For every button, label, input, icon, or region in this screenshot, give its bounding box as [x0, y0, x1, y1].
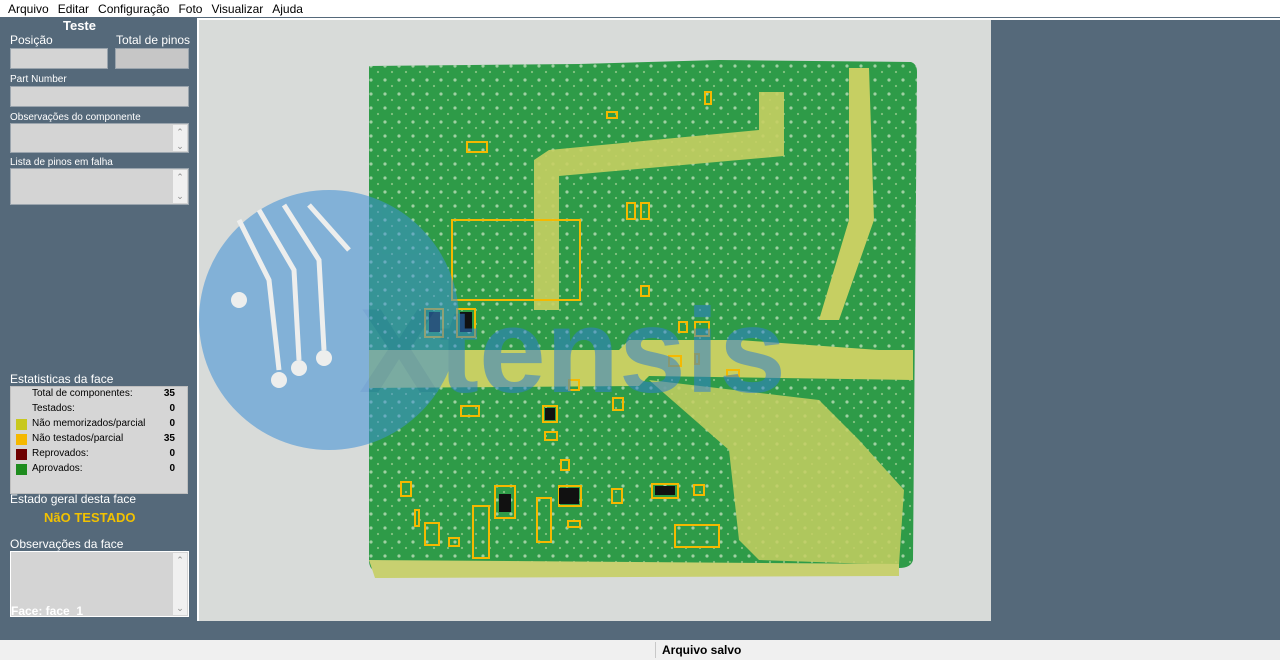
xtensis-watermark: Xtensis	[199, 190, 786, 450]
component-notes-scrollbar[interactable]: ⌃ ⌄	[173, 125, 187, 151]
not-tested-swatch	[16, 434, 27, 445]
stat-not-memorized: Não memorizados/parcial 0	[11, 418, 187, 432]
menu-visualizar[interactable]: Visualizar	[211, 1, 264, 16]
stat-label: Testados:	[32, 403, 75, 414]
watermark-text: Xtensis	[359, 284, 786, 418]
general-state-value: NãO TESTADO	[44, 510, 136, 525]
failed-pins-list[interactable]: ⌃ ⌄	[10, 168, 189, 205]
menu-configuracao[interactable]: Configuração	[98, 1, 170, 16]
menu-bar: Arquivo Editar Configuração Foto Visuali…	[0, 0, 1280, 17]
scroll-up-icon[interactable]: ⌃	[176, 127, 184, 137]
pcb-photo[interactable]: Xtensis	[199, 20, 1280, 621]
pcb-trace	[369, 340, 913, 388]
image-viewer[interactable]: Xtensis	[197, 18, 1280, 621]
total-pins-field[interactable]	[115, 48, 189, 69]
menu-foto[interactable]: Foto	[178, 1, 203, 16]
menu-ajuda[interactable]: Ajuda	[272, 1, 303, 16]
component-markers	[400, 91, 740, 559]
stat-label: Total de componentes:	[32, 388, 133, 399]
total-pins-label: Total de pinos	[116, 33, 191, 47]
face-notes-field[interactable]: ⌃ ⌄	[10, 551, 189, 617]
face-stats-table: Total de componentes: 35 Testados: 0 Não…	[10, 386, 188, 494]
pcb-trace	[534, 92, 784, 310]
stat-approved: Aprovados: 0	[11, 463, 187, 477]
menu-arquivo[interactable]: Arquivo	[8, 1, 49, 16]
face-notes-scrollbar[interactable]: ⌃ ⌄	[173, 553, 187, 615]
pcb-trace	[649, 380, 904, 565]
stat-label: Reprovados:	[32, 448, 89, 459]
stat-failed: Reprovados: 0	[11, 448, 187, 462]
panel-title: Teste	[63, 18, 96, 33]
stat-value: 0	[169, 448, 175, 459]
scroll-up-icon[interactable]: ⌃	[176, 172, 184, 182]
general-state-label: Estado geral desta face	[10, 492, 137, 506]
scroll-down-icon[interactable]: ⌄	[176, 141, 184, 151]
part-number-field[interactable]	[10, 86, 189, 107]
stat-label: Não memorizados/parcial	[32, 418, 146, 429]
stat-value: 0	[169, 403, 175, 414]
scroll-down-icon[interactable]: ⌄	[176, 603, 184, 613]
stat-value: 35	[163, 388, 175, 399]
face-notes-label: Observações da face	[10, 537, 124, 551]
pcb-trace	[819, 68, 874, 320]
stat-value: 0	[169, 463, 175, 474]
status-separator	[655, 642, 656, 658]
component-notes-label: Observações do componente	[10, 112, 141, 123]
approved-swatch	[16, 464, 27, 475]
position-label: Posição	[10, 33, 53, 47]
sidebar-panel: Teste Posição Total de pinos Part Number…	[0, 17, 197, 621]
failed-pins-label: Lista de pinos em falha	[10, 157, 113, 168]
bottom-strip	[0, 621, 1280, 640]
stat-total: Total de componentes: 35	[11, 388, 187, 402]
stats-title: Estatisticas da face	[10, 372, 114, 386]
stat-label: Aprovados:	[32, 463, 83, 474]
stat-value: 0	[169, 418, 175, 429]
face-name-label: Face: face_1	[11, 604, 84, 618]
scroll-down-icon[interactable]: ⌄	[176, 191, 184, 201]
failed-pins-scrollbar[interactable]: ⌃ ⌄	[173, 170, 187, 203]
status-message: Arquivo salvo	[662, 643, 742, 657]
stat-label: Não testados/parcial	[32, 433, 124, 444]
pcb-edge	[369, 560, 899, 578]
component-notes-field[interactable]: ⌃ ⌄	[10, 123, 189, 153]
stat-not-tested: Não testados/parcial 35	[11, 433, 187, 447]
stat-tested: Testados: 0	[11, 403, 187, 417]
position-field[interactable]	[10, 48, 108, 69]
menu-editar[interactable]: Editar	[57, 1, 90, 16]
not-memorized-swatch	[16, 419, 27, 430]
failed-swatch	[16, 449, 27, 460]
scroll-up-icon[interactable]: ⌃	[176, 555, 184, 565]
status-bar: Arquivo salvo	[0, 640, 1280, 660]
stat-value: 35	[163, 433, 175, 444]
part-number-label: Part Number	[10, 74, 67, 85]
